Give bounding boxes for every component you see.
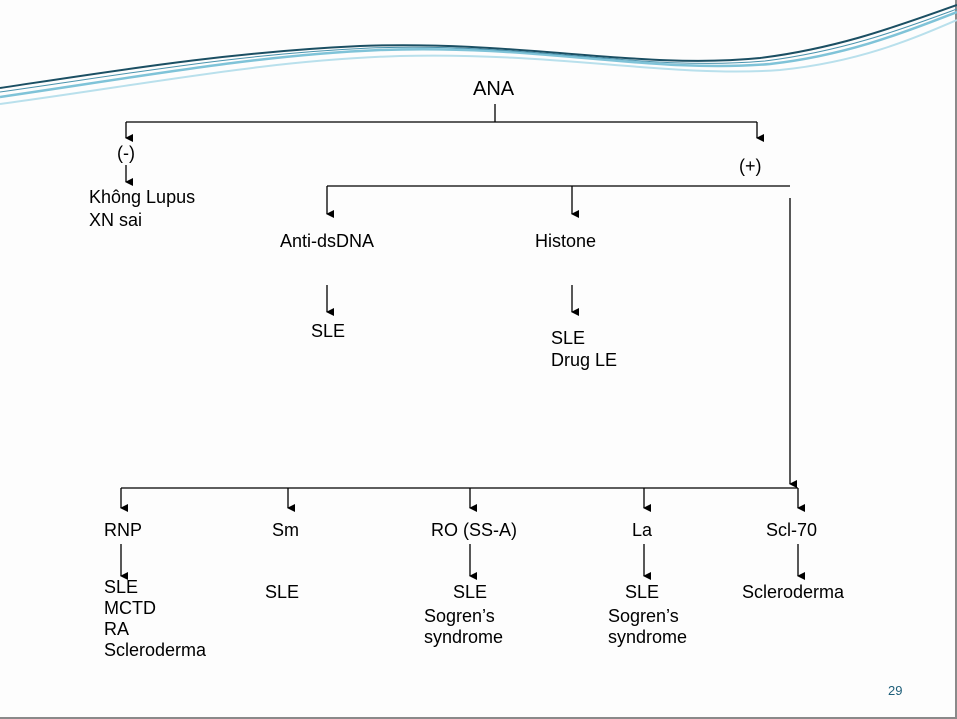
histone-node: Histone xyxy=(535,231,597,251)
page-number: 29 xyxy=(888,683,903,698)
rnp-result-3: RA xyxy=(104,619,130,639)
la-node: La xyxy=(632,520,653,540)
anti-dsdna-result: SLE xyxy=(311,321,346,341)
histone-result-line2: Drug LE xyxy=(551,350,618,370)
negative-label: (-) xyxy=(117,143,135,163)
ro-result-2: Sogren’s xyxy=(424,606,495,626)
negative-result-line1: Không Lupus xyxy=(89,187,196,207)
ro-ssa-node: RO (SS-A) xyxy=(431,520,518,540)
anti-dsdna-node: Anti-dsDNA xyxy=(280,231,375,251)
sm-node: Sm xyxy=(272,520,299,540)
rnp-result-4: Scleroderma xyxy=(104,640,207,660)
positive-label: (+) xyxy=(739,156,762,176)
histone-result-line1: SLE xyxy=(551,328,586,348)
rnp-result-2: MCTD xyxy=(104,598,156,618)
la-result-2: Sogren’s xyxy=(608,606,679,626)
rnp-result-1: SLE xyxy=(104,577,139,597)
header-wave-decoration xyxy=(0,4,957,105)
ro-result-1: SLE xyxy=(453,582,488,602)
ro-result-3: syndrome xyxy=(424,627,504,647)
la-result-3: syndrome xyxy=(608,627,688,647)
sm-result: SLE xyxy=(265,582,300,602)
rnp-node: RNP xyxy=(104,520,143,540)
negative-result-line2: XN sai xyxy=(89,210,143,230)
root-node-ana: ANA xyxy=(473,78,515,100)
la-result-1: SLE xyxy=(625,582,660,602)
scl70-node: Scl-70 xyxy=(766,520,818,540)
scl70-result: Scleroderma xyxy=(742,582,845,602)
